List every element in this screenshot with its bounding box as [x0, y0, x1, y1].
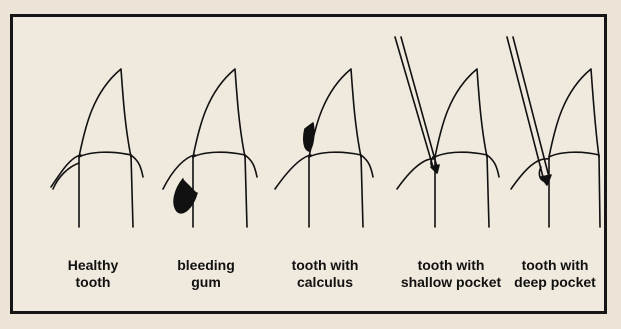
label-shallow-line2: shallow pocket: [389, 274, 513, 291]
label-deep-line2: deep pocket: [503, 274, 607, 291]
label-bleeding-line1: bleeding: [156, 257, 256, 274]
label-shallow-line1: tooth with: [389, 257, 513, 274]
label-bleeding-gum: bleeding gum: [156, 257, 256, 291]
healthy-tooth-drawing: [51, 69, 143, 227]
label-deep-pocket: tooth with deep pocket: [503, 257, 607, 291]
bleeding-gum-drawing: [163, 69, 257, 227]
label-calculus-tooth: tooth with calculus: [270, 257, 380, 291]
deep-pocket-tooth-drawing: [507, 37, 600, 227]
shallow-pocket-tooth-drawing: [395, 37, 499, 227]
calculus-tooth-drawing: [275, 69, 373, 227]
label-shallow-pocket: tooth with shallow pocket: [389, 257, 513, 291]
label-healthy-line2: tooth: [43, 274, 143, 291]
label-bleeding-line2: gum: [156, 274, 256, 291]
label-healthy-line1: Healthy: [43, 257, 143, 274]
label-calculus-line1: tooth with: [270, 257, 380, 274]
label-healthy-tooth: Healthy tooth: [43, 257, 143, 291]
label-deep-line1: tooth with: [503, 257, 607, 274]
label-calculus-line2: calculus: [270, 274, 380, 291]
figure-panel: Healthy tooth bleeding gum tooth with ca…: [10, 14, 607, 314]
